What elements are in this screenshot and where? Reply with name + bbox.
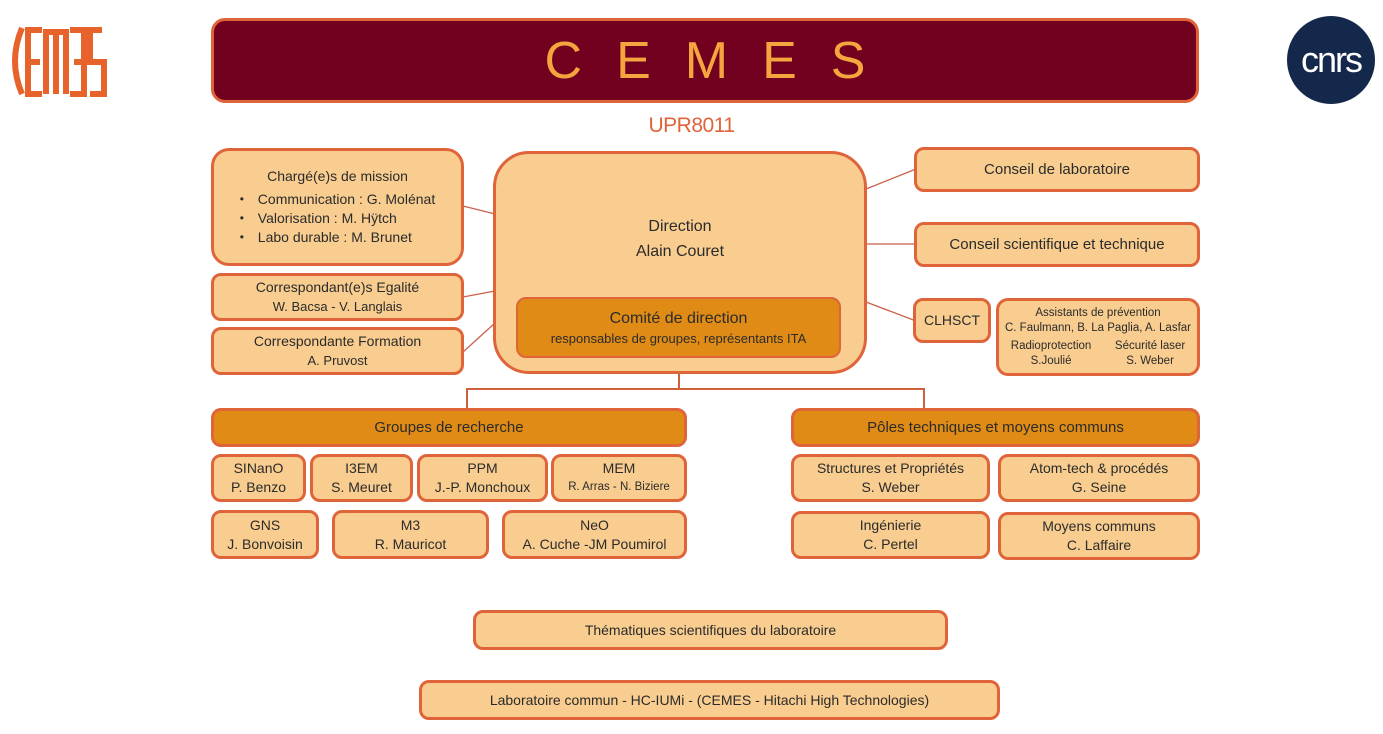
pole-name: Structures et Propriétés [816,460,965,476]
bullet-icon: • [239,211,244,225]
thematiques-label[interactable]: Thématiques scientifiques du laboratoire [584,621,837,638]
mission-item: •Labo durable : M. Brunet [239,229,412,245]
title-banner: CEMES [211,18,1199,103]
thematiques-box[interactable]: Thématiques scientifiques du laboratoire [473,610,948,650]
pole-item: Ingénierie C. Pertel [791,511,990,559]
groupe-lead: A. Cuche -JM Poumirol [522,535,667,552]
labo-commun-box[interactable]: Laboratoire commun - HC-IUMi - (CEMES - … [419,680,1000,720]
cemes-logo [4,20,110,102]
groupe-name: GNS [249,516,281,533]
cnrs-logo: cnrs [1287,16,1375,104]
conseil-labo-label: Conseil de laboratoire [984,161,1130,178]
groupe-lead: J. Bonvoisin [227,535,303,552]
groupe-item: MEM R. Arras - N. Biziere [551,454,687,502]
prevention-roles: Radioprotection S.Joulié Sécurité laser … [999,339,1197,369]
page-title: CEMES [544,31,900,90]
clhsct-label: CLHSCT [923,312,980,328]
conseil-labo-box: Conseil de laboratoire [914,147,1200,192]
securite-laser-label: Sécurité laser [1114,339,1186,352]
unit-code: UPR8011 [648,114,736,137]
conseil-sci-box: Conseil scientifique et technique [914,222,1200,267]
connector-formation [462,322,496,353]
groupe-lead: R. Mauricot [374,535,447,552]
prevention-title: Assistants de prévention [1035,306,1161,319]
connector-mission [462,205,496,215]
groupe-name: SINanO [233,460,284,476]
egalite-box: Correspondant(e)s Egalité W. Bacsa - V. … [211,273,464,321]
mission-item: •Communication : G. Molénat [239,191,436,207]
groupe-item: NeO A. Cuche -JM Poumirol [502,510,687,559]
groupe-lead: P. Benzo [230,479,286,495]
groupe-lead: S. Meuret [331,479,392,495]
pole-item: Structures et Propriétés S. Weber [791,454,990,502]
groupe-name: MEM [602,460,636,476]
cemes-logo-icon [12,26,107,97]
radioprotection-name: S.Joulié [1030,354,1072,367]
connector-egalite [462,290,496,298]
groupe-name: PPM [467,460,498,476]
pole-item: Atom-tech & procédés G. Seine [998,454,1200,502]
mission-title: Chargé(e)s de mission [267,168,408,184]
groupe-item: GNS J. Bonvoisin [211,510,319,559]
labo-commun-label[interactable]: Laboratoire commun - HC-IUMi - (CEMES - … [489,691,930,708]
connector-branch [466,388,925,410]
bullet-icon: • [239,192,244,206]
formation-title: Correspondante Formation [253,333,422,349]
pole-lead: G. Seine [1071,479,1127,495]
pole-lead: C. Pertel [863,536,918,552]
egalite-names: W. Bacsa - V. Langlais [272,299,403,314]
groupe-name: NeO [580,516,609,533]
pole-item: Moyens communs C. Laffaire [998,512,1200,560]
bullet-icon: • [239,230,244,244]
conseil-sci-label: Conseil scientifique et technique [949,236,1165,253]
groupe-item: I3EM S. Meuret [310,454,413,502]
groupe-name: M3 [400,516,421,533]
comite-box: Comité de direction responsables de grou… [516,297,841,358]
comite-title: Comité de direction [609,309,748,327]
prevention-box: Assistants de prévention C. Faulmann, B.… [996,298,1200,376]
mission-item: •Valorisation : M. Hÿtch [239,210,397,226]
clhsct-box: CLHSCT [913,298,991,343]
formation-box: Correspondante Formation A. Pruvost [211,327,464,375]
direction-name: Alain Couret [635,243,725,260]
securite-laser-name: S. Weber [1126,354,1174,367]
pole-name: Atom-tech & procédés [1029,460,1169,476]
direction-title: Direction [648,218,712,235]
connector-clhsct [865,301,917,322]
pole-name: Ingénierie [859,517,922,533]
securite-laser: Sécurité laser S. Weber [1115,339,1185,369]
prevention-names: C. Faulmann, B. La Paglia, A. Lasfar [1004,321,1192,334]
groupes-header: Groupes de recherche [211,408,687,447]
pole-name: Moyens communs [1042,518,1156,534]
groupes-header-label: Groupes de recherche [374,419,524,436]
groupe-item: SINanO P. Benzo [211,454,306,502]
radioprotection-label: Radioprotection [1010,339,1092,352]
groupe-lead: J.-P. Monchoux [434,479,531,495]
cnrs-logo-text: cnrs [1300,39,1363,80]
formation-names: A. Pruvost [307,353,368,368]
groupe-item: M3 R. Mauricot [332,510,489,559]
pole-lead: C. Laffaire [1066,537,1132,553]
groupe-item: PPM J.-P. Monchoux [417,454,548,502]
radioprotection: Radioprotection S.Joulié [1011,339,1092,369]
comite-subtitle: responsables de groupes, représentants I… [550,330,807,346]
pole-lead: S. Weber [861,479,920,495]
mission-list: •Communication : G. Molénat •Valorisatio… [240,190,435,247]
egalite-title: Correspondant(e)s Egalité [255,279,420,295]
groupe-name: I3EM [345,460,378,476]
groupe-lead: R. Arras - N. Biziere [568,481,670,493]
connector-conseil-labo [865,168,917,190]
poles-header: Pôles techniques et moyens communs [791,408,1200,447]
poles-header-label: Pôles techniques et moyens communs [867,419,1124,436]
mission-box: Chargé(e)s de mission •Communication : G… [211,148,464,266]
